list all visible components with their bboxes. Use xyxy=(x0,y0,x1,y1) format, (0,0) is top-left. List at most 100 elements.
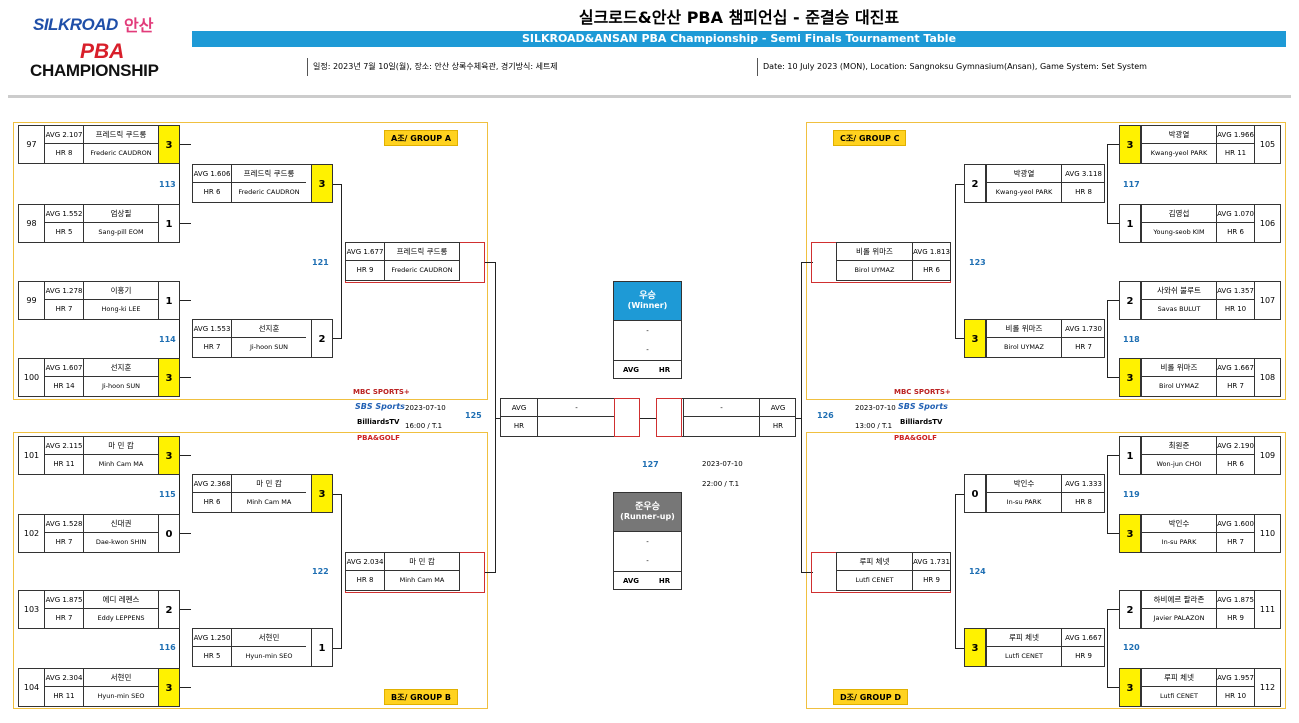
player-name-ko: 박인수 xyxy=(986,475,1061,493)
group-c-label: C조/ GROUP C xyxy=(833,130,907,146)
player-score: 3 xyxy=(964,628,986,667)
player-name-en: Frederic CAUDRON xyxy=(384,261,459,280)
group-b-label: B조/ GROUP B xyxy=(384,689,458,705)
player-hr: HR 9 xyxy=(356,266,374,274)
player-avg: AVG 1.957 xyxy=(1216,669,1254,687)
sbs-sports-logo: SBS Sports xyxy=(355,402,405,411)
player-score: 3 xyxy=(1119,668,1141,707)
player-hr: HR 7 xyxy=(1216,533,1254,552)
player-name-en: Hyun-min SEO xyxy=(83,687,158,706)
player-card-r124: 루피 체넷 Lutfi CENET AVG 1.731 HR 9 xyxy=(836,552,951,591)
player-card-112: 3 루피 체넷 Lutfi CENET AVG 1.957 HR 10 112 xyxy=(1119,668,1281,707)
player-score: 3 xyxy=(964,319,986,358)
player-name-ko: 프레드릭 쿠드롱 xyxy=(83,126,158,144)
player-hr: HR 11 xyxy=(1216,144,1254,163)
player-avg: AVG 2.368 xyxy=(193,475,231,493)
player-avg: AVG 1.552 xyxy=(45,205,83,223)
player-score: 2 xyxy=(1119,281,1141,320)
billiards-tv-logo: BilliardsTV xyxy=(357,418,400,426)
player-name-en: Kwang-yeol PARK xyxy=(986,183,1061,202)
player-score: 3 xyxy=(311,164,333,203)
player-hr: HR 7 xyxy=(55,614,73,622)
player-card-r116: AVG 1.250 HR 5 서현민 Hyun-min SEO 1 xyxy=(192,628,333,667)
player-name-ko: 마 민 캄 xyxy=(384,553,459,571)
player-name-ko: 선지훈 xyxy=(231,320,306,338)
player-name-en: Frederic CAUDRON xyxy=(231,183,306,202)
player-name-en: Minh Cam MA xyxy=(231,493,306,512)
group-c-box xyxy=(806,122,1286,400)
match-slot-number: 101 xyxy=(19,437,45,474)
player-name-en: Eddy LEPPENS xyxy=(83,609,158,628)
pba-golf-logo: PBA&GOLF xyxy=(357,434,400,442)
match-number: 124 xyxy=(969,567,986,576)
player-hr: HR 6 xyxy=(1216,223,1254,242)
winner-box: 우승 (Winner) - - AVG HR xyxy=(613,281,682,379)
player-score: 3 xyxy=(158,125,180,164)
player-card-104: 104 AVG 2.304 HR 11 서현민 Hyun-min SEO 3 xyxy=(18,668,180,707)
group-a-box xyxy=(13,122,488,400)
runnerup-subtitle: (Runner-up) xyxy=(620,512,675,521)
match-slot-number: 102 xyxy=(19,515,45,552)
player-score: 1 xyxy=(158,204,180,243)
player-name-ko: 엄상필 xyxy=(83,205,158,223)
player-score: 3 xyxy=(158,436,180,475)
player-avg: AVG 2.115 xyxy=(45,437,83,455)
player-hr: HR 6 xyxy=(1216,455,1254,474)
match-number: 114 xyxy=(159,335,176,344)
player-hr: HR 5 xyxy=(203,652,221,660)
player-name-en: Birol UYMAZ xyxy=(854,266,895,274)
match-slot-number: 99 xyxy=(19,282,45,319)
match-number: 121 xyxy=(312,258,329,267)
player-name-ko: 프레드릭 쿠드롱 xyxy=(231,165,306,183)
pba-golf-logo: PBA&GOLF xyxy=(894,434,937,442)
player-card-100: 100 AVG 1.607 HR 14 선지훈 Ji-hoon SUN 3 xyxy=(18,358,180,397)
player-avg: AVG 1.070 xyxy=(1216,205,1254,223)
player-name-ko: 박광열 xyxy=(986,165,1061,183)
player-avg: AVG 1.607 xyxy=(45,359,83,377)
match-number: 126 xyxy=(817,411,834,420)
page-subtitle: SILKROAD&ANSAN PBA Championship - Semi F… xyxy=(192,31,1286,47)
event-info-en: Date: 10 July 2023 (MON), Location: Sang… xyxy=(757,58,1287,76)
player-name-ko: 비롤 위마즈 xyxy=(1141,359,1216,377)
player-name-en: Lutfi CENET xyxy=(855,576,894,584)
player-score: 3 xyxy=(1119,514,1141,553)
player-hr: HR 9 xyxy=(912,571,950,590)
player-name-en: Sang-pill EOM xyxy=(83,223,158,242)
match-number: 125 xyxy=(465,411,482,420)
player-name-en: Hong-ki LEE xyxy=(83,300,158,319)
player-avg: AVG 1.667 xyxy=(1061,629,1105,647)
match-number: 119 xyxy=(1123,490,1140,499)
player-avg: AVG 2.107 xyxy=(45,126,83,144)
player-score: 3 xyxy=(1119,125,1141,164)
player-score: 1 xyxy=(311,628,333,667)
player-avg: AVG 2.304 xyxy=(45,669,83,687)
player-hr: HR 9 xyxy=(1061,647,1105,666)
player-avg: AVG 1.600 xyxy=(1216,515,1254,533)
logo-silkroad: SILKROAD xyxy=(33,15,118,34)
group-d-label: D조/ GROUP D xyxy=(833,689,909,705)
player-card-r121: AVG 1.677 HR 9 프레드릭 쿠드롱 Frederic CAUDRON xyxy=(345,242,460,281)
final-date: 2023-07-10 xyxy=(702,460,743,468)
match-slot-number: 109 xyxy=(1254,437,1280,474)
mbc-sports-logo: MBC SPORTS+ xyxy=(894,388,951,396)
player-name-ko: 박인수 xyxy=(1141,515,1216,533)
player-name-en: Savas BULUT xyxy=(1141,300,1216,319)
header-divider xyxy=(8,95,1291,98)
player-hr: HR 7 xyxy=(1216,377,1254,396)
player-name-en: Javier PALAZON xyxy=(1141,609,1216,628)
player-name-ko: 비롤 위마즈 xyxy=(837,243,912,261)
player-card-103: 103 AVG 1.875 HR 7 에디 레펜스 Eddy LEPPENS 2 xyxy=(18,590,180,629)
player-score: 3 xyxy=(311,474,333,513)
player-name-en: Won-jun CHOI xyxy=(1141,455,1216,474)
logo-championship: CHAMPIONSHIP xyxy=(30,61,159,80)
player-name-ko: 루피 체넷 xyxy=(1141,669,1216,687)
player-avg: AVG 2.034 xyxy=(346,553,384,571)
final-time: 22:00 / T.1 xyxy=(702,480,740,488)
runnerup-title: 준우승 xyxy=(635,502,660,512)
player-avg: AVG 1.966 xyxy=(1216,126,1254,144)
player-name-en: Lutfi CENET xyxy=(986,647,1061,666)
player-card-r113: AVG 1.606 HR 6 프레드릭 쿠드롱 Frederic CAUDRON… xyxy=(192,164,333,203)
player-hr: HR 10 xyxy=(1216,687,1254,706)
match-slot-number: 106 xyxy=(1254,205,1280,242)
player-name-en: Ji-hoon SUN xyxy=(231,338,306,357)
